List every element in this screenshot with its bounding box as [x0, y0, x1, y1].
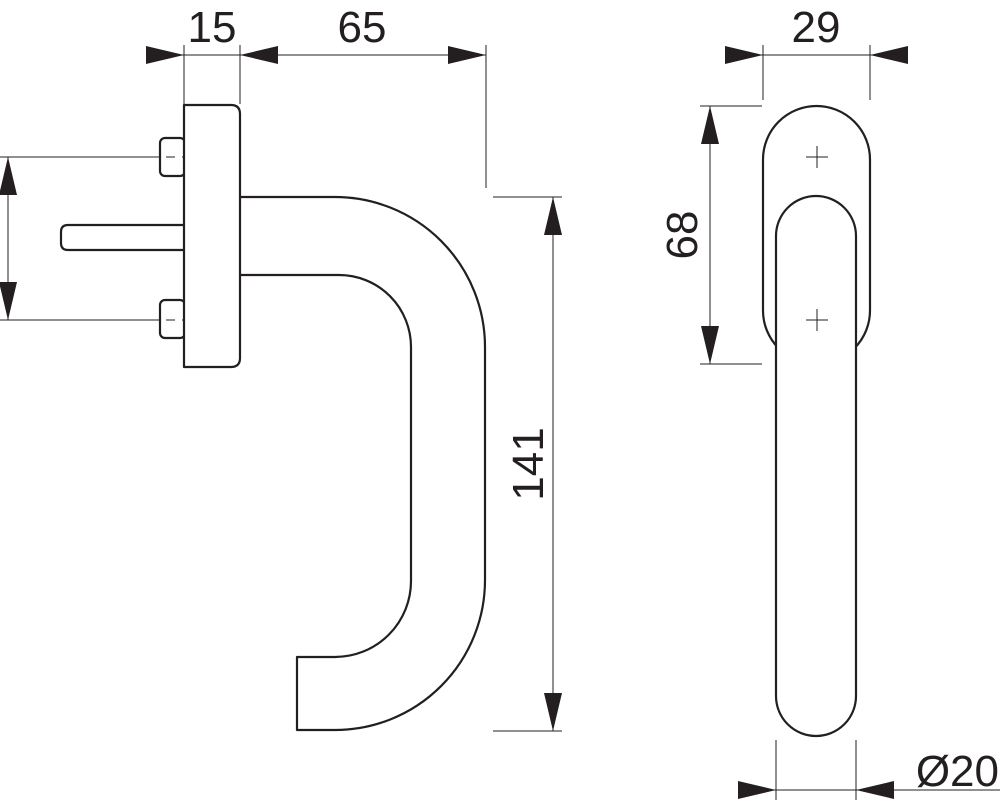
dimension-29: 29 [725, 3, 908, 100]
dimension-141: 141 [493, 196, 562, 732]
handle-grip-front [774, 194, 858, 738]
dimension-15-65: 15 65 [146, 3, 487, 188]
side-view [59, 103, 487, 732]
handle-lever [234, 195, 487, 732]
fixing-screw-bottom [158, 298, 187, 340]
dimension-screw-spacing-side [0, 156, 150, 321]
dim-label-diameter-20: Ø20 [916, 747, 999, 796]
dim-label-141: 141 [504, 427, 553, 500]
dimension-diameter-20: Ø20 [738, 740, 1000, 800]
rosette-flange [182, 103, 242, 369]
front-view [761, 104, 872, 738]
dim-label-68: 68 [658, 211, 707, 260]
dim-label-15: 15 [188, 3, 237, 52]
screw-center-mark-top [806, 146, 828, 168]
screw-center-mark-bottom [806, 309, 828, 331]
spindle [59, 223, 187, 252]
dim-label-65: 65 [338, 3, 387, 52]
dim-label-29: 29 [792, 3, 841, 52]
dimension-68: 68 [658, 105, 762, 365]
